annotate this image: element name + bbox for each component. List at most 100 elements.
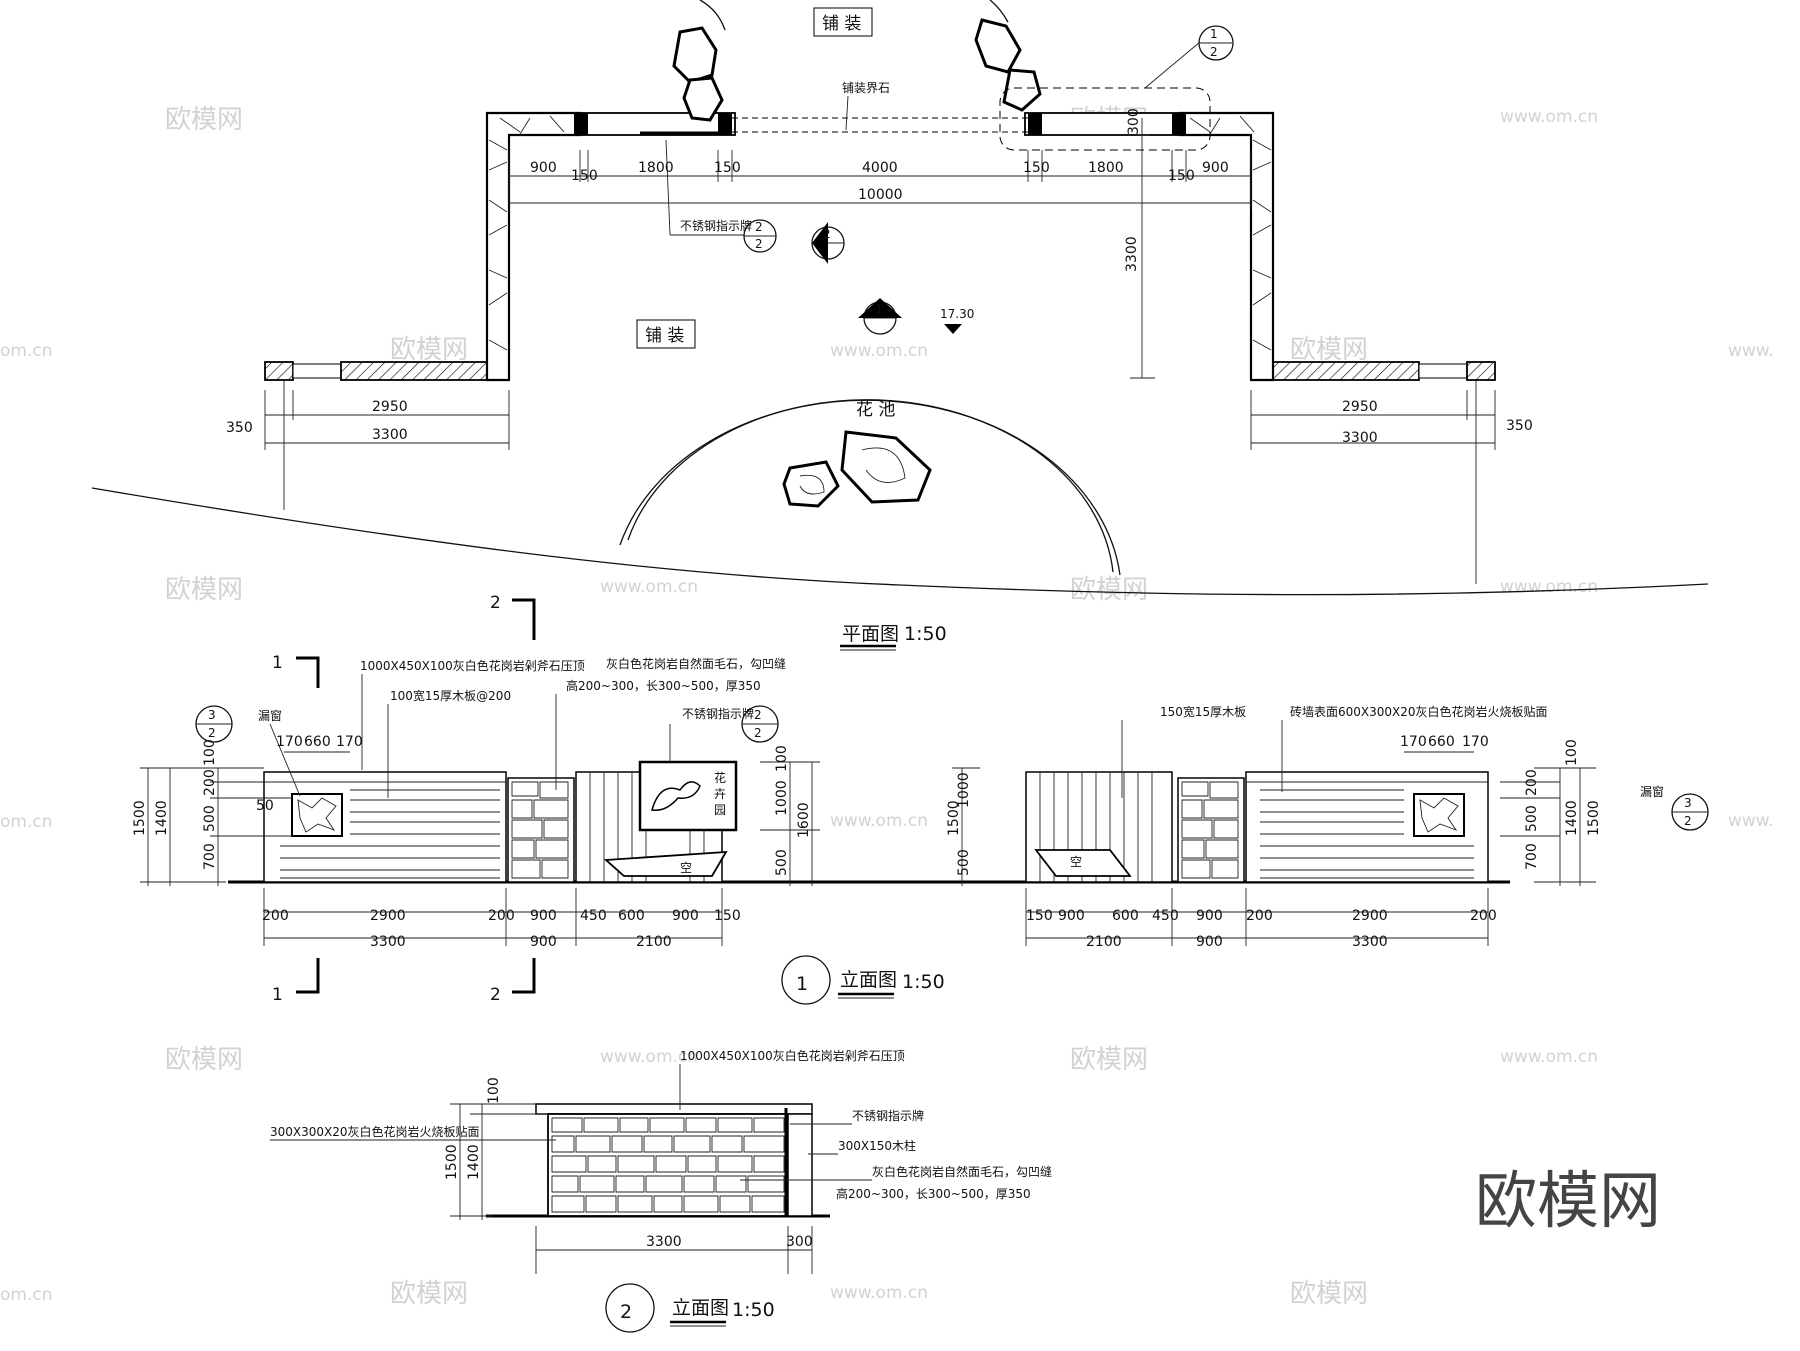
dim: 200 — [1246, 908, 1273, 924]
note-leak: 漏窗 — [258, 709, 282, 723]
plan-dim: 900 — [1202, 160, 1229, 176]
dim: 3300 — [1352, 934, 1388, 950]
dim: 150 — [1026, 908, 1053, 924]
dim-v: 200 — [1524, 769, 1540, 796]
watermark-url: om.cn — [0, 341, 53, 361]
elevation2-scale: 1:50 — [732, 1299, 775, 1321]
brand-watermark: 欧模网 — [1475, 1164, 1661, 1237]
watermark-brand: 欧模网 — [1290, 335, 1368, 365]
watermark-url: www.om.cn — [1500, 107, 1598, 127]
dim-v: 1000 — [956, 772, 972, 808]
dim-v: 100 — [486, 1077, 502, 1104]
plan-title: 平面图 — [842, 623, 899, 645]
dim-v: 700 — [1524, 843, 1540, 870]
callout-number: 3 — [208, 708, 216, 722]
note-cap: 1000X450X100灰白色花岗岩剁斧石压顶 — [360, 658, 585, 673]
dim-v: 100 — [202, 739, 218, 766]
post — [1172, 113, 1186, 135]
plan-dim: 3300 — [372, 427, 408, 443]
elevation-1: 2 1 1 2 — [132, 593, 1709, 1005]
dim: 150 — [714, 908, 741, 924]
note-cap2: 1000X450X100灰白色花岗岩剁斧石压顶 — [680, 1048, 905, 1063]
callout-number: 2 — [755, 220, 763, 234]
dim: 50 — [256, 798, 274, 814]
callout-leader — [1144, 41, 1201, 89]
note-board2: 150宽15厚木板 — [1160, 704, 1246, 719]
callout-number: 3 — [1684, 796, 1692, 810]
watermarks: 欧模网 欧模网 www.om.cn om.cn 欧模网 www.om.cn 欧模… — [0, 105, 1774, 1309]
dim: 600 — [1112, 908, 1139, 924]
dim: 900 — [672, 908, 699, 924]
plan-dim: 350 — [226, 420, 253, 436]
void-label: 空 — [1070, 855, 1082, 869]
paving-label-top: 铺 装 — [822, 14, 861, 34]
elevation-2: 1000X450X100灰白色花岗岩剁斧石压顶 300X300X20灰白色花岗岩… — [270, 1048, 1052, 1333]
right-stone-wall — [1178, 111, 1275, 382]
left-wing-end — [264, 361, 294, 381]
paving-label-mid: 铺 装 — [645, 326, 684, 346]
stone-wall-texture — [551, 1117, 785, 1213]
title-circle — [605, 1283, 655, 1333]
callout-number: 1 — [1210, 27, 1218, 41]
post — [574, 113, 588, 135]
sign-text: 花 — [714, 770, 726, 785]
note-granite-size2: 高200~300，长300~500，厚350 — [836, 1186, 1031, 1201]
callout-sheet: 2 — [208, 726, 216, 740]
plan-dim: 150 — [1168, 168, 1195, 184]
sign-text: 卉 — [714, 787, 726, 801]
plan-dim: 900 — [530, 160, 557, 176]
watermark-url: www.om.cn — [830, 811, 928, 831]
callout-sheet: 2 — [1684, 814, 1692, 828]
leak-window-right — [1413, 793, 1465, 837]
dim-v: 1500 — [946, 800, 962, 836]
watermark-url: om.cn — [0, 812, 53, 832]
note-facing: 300X300X20灰白色花岗岩火烧板贴面 — [270, 1124, 480, 1139]
watermark-brand: 欧模网 — [165, 575, 243, 605]
title-circle — [781, 955, 831, 1005]
dim: 900 — [1058, 908, 1085, 924]
plan-view: 1 2 铺 装 铺 装 铺装界石 不锈钢指示牌 2 2 2 1 17.30 — [91, 0, 1709, 651]
watermark-brand: 欧模网 — [165, 1045, 243, 1075]
watermark-url: www.om.cn — [600, 1047, 698, 1067]
note-granite2: 灰白色花岗岩自然面毛石，勾凹缝 — [872, 1164, 1052, 1179]
dim: 450 — [1152, 908, 1179, 924]
stone-column-texture — [511, 781, 569, 879]
elevation2-dimension-lines — [450, 1103, 813, 1274]
elevation2-title-num: 2 — [620, 1301, 632, 1323]
dim-v: 1500 — [1586, 800, 1602, 836]
stone-column — [507, 777, 575, 883]
stone-column-right — [1177, 777, 1245, 883]
watermark-url: www.om.cn — [830, 341, 928, 361]
dim: 660 — [304, 734, 331, 750]
svg-text:2: 2 — [823, 227, 831, 241]
elevation-value: 17.30 — [940, 307, 974, 321]
dim-v: 1000 — [774, 780, 790, 816]
note-leak2: 漏窗 — [1640, 785, 1664, 799]
plan-dim: 350 — [1506, 418, 1533, 434]
section-label: 2 — [490, 985, 501, 1005]
dim: 170 — [336, 734, 363, 750]
note-post: 300X150木柱 — [838, 1138, 916, 1153]
dim-v: 500 — [202, 805, 218, 832]
dim-v: 1400 — [154, 800, 170, 836]
watermark-brand: 欧模网 — [1070, 1045, 1148, 1075]
plan-dim: 150 — [571, 168, 598, 184]
detail-callout-box — [999, 87, 1211, 151]
dim: 600 — [618, 908, 645, 924]
section-label: 1 — [272, 653, 283, 673]
elevation-marker — [944, 324, 962, 334]
section-label: 1 — [272, 985, 283, 1005]
section-marker-2: 2 — [811, 222, 845, 264]
wood-boards — [1260, 789, 1474, 879]
paving-label-box — [813, 7, 873, 37]
elevation1-title: 立面图 — [840, 969, 897, 991]
void-opening-right — [1034, 849, 1132, 877]
post — [718, 113, 732, 135]
dim: 170 — [1400, 734, 1427, 750]
plan-dim: 3300 — [1342, 430, 1378, 446]
dim-v: 500 — [956, 849, 972, 876]
watermark-brand: 欧模网 — [390, 335, 468, 365]
plan-dim-total: 10000 — [858, 187, 903, 203]
elevation1-title-num: 1 — [796, 973, 808, 995]
